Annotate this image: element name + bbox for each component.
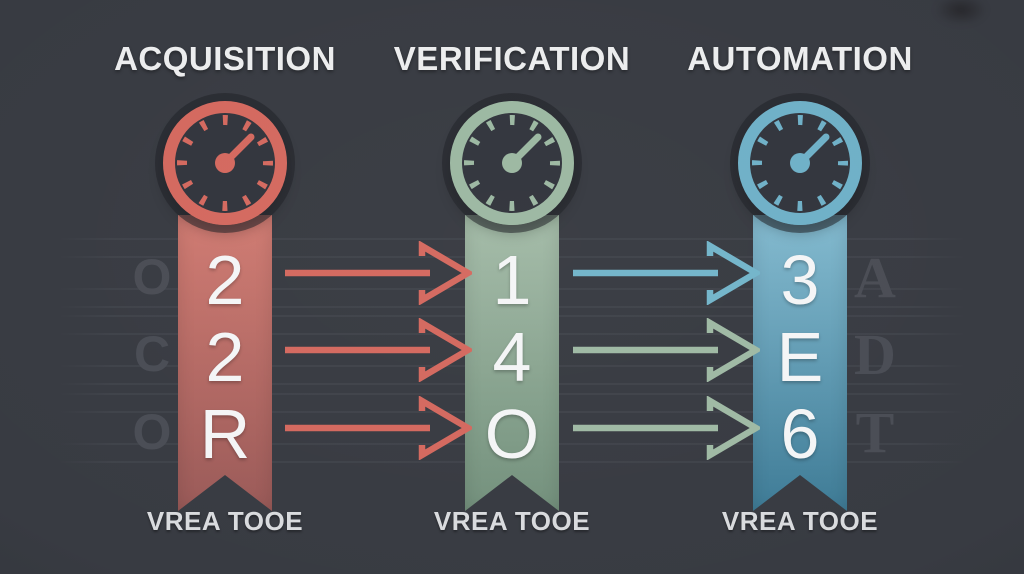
column-title: ACQUISITION [114, 40, 336, 77]
ghost-letter: O [132, 249, 172, 305]
flow-arrow-icon [282, 317, 475, 383]
stage-column-verification: VERIFICATION 1 4 O VREA TOOE [352, 0, 672, 574]
column-caption: VREA TOOE [433, 506, 591, 536]
ribbon-char: 1 [492, 241, 532, 319]
flow-arrow-icon [570, 317, 763, 383]
ribbon-char: 4 [492, 318, 532, 396]
ribbon-char: 6 [780, 395, 820, 473]
column-title: VERIFICATION [393, 40, 631, 77]
ghost-letter: A [854, 245, 896, 310]
flow-arrow-icon [570, 395, 763, 461]
ribbon-banner: 2 2 R [178, 215, 272, 511]
ribbon-banner: 1 4 O [465, 215, 559, 511]
ribbon-char: O [484, 395, 540, 473]
gauge-icon [450, 101, 574, 225]
ribbon-code: 2 2 R [178, 242, 272, 473]
ribbon-code: 1 4 O [465, 242, 559, 473]
gauge-icon [738, 101, 862, 225]
stage-column-automation: AUTOMATION 3 E 6 VREA TOOE [640, 0, 960, 574]
ribbon-char: R [199, 395, 251, 473]
gauge-icon [163, 101, 287, 225]
flow-arrow-icon [282, 240, 475, 306]
flow-arrow-icon [282, 395, 475, 461]
ghost-letter: T [855, 400, 895, 465]
column-title: AUTOMATION [687, 40, 913, 77]
column-caption: VREA TOOE [146, 506, 304, 536]
ribbon-char: E [776, 318, 824, 396]
ribbon-banner: 3 E 6 [753, 215, 847, 511]
ribbon-char: 2 [205, 318, 245, 396]
flow-arrow-icon [570, 240, 763, 306]
column-caption: VREA TOOE [721, 506, 879, 536]
photo-smudge-artifact [926, 0, 996, 30]
ribbon-char: 3 [780, 241, 820, 319]
stage-column-acquisition: ACQUISITION 2 2 R VREA TOOE [65, 0, 385, 574]
ghost-letter: O [132, 404, 172, 460]
ghost-letter: D [854, 322, 896, 387]
ghost-letter: C [133, 326, 171, 382]
ribbon-char: 2 [205, 241, 245, 319]
ribbon-code: 3 E 6 [753, 242, 847, 473]
